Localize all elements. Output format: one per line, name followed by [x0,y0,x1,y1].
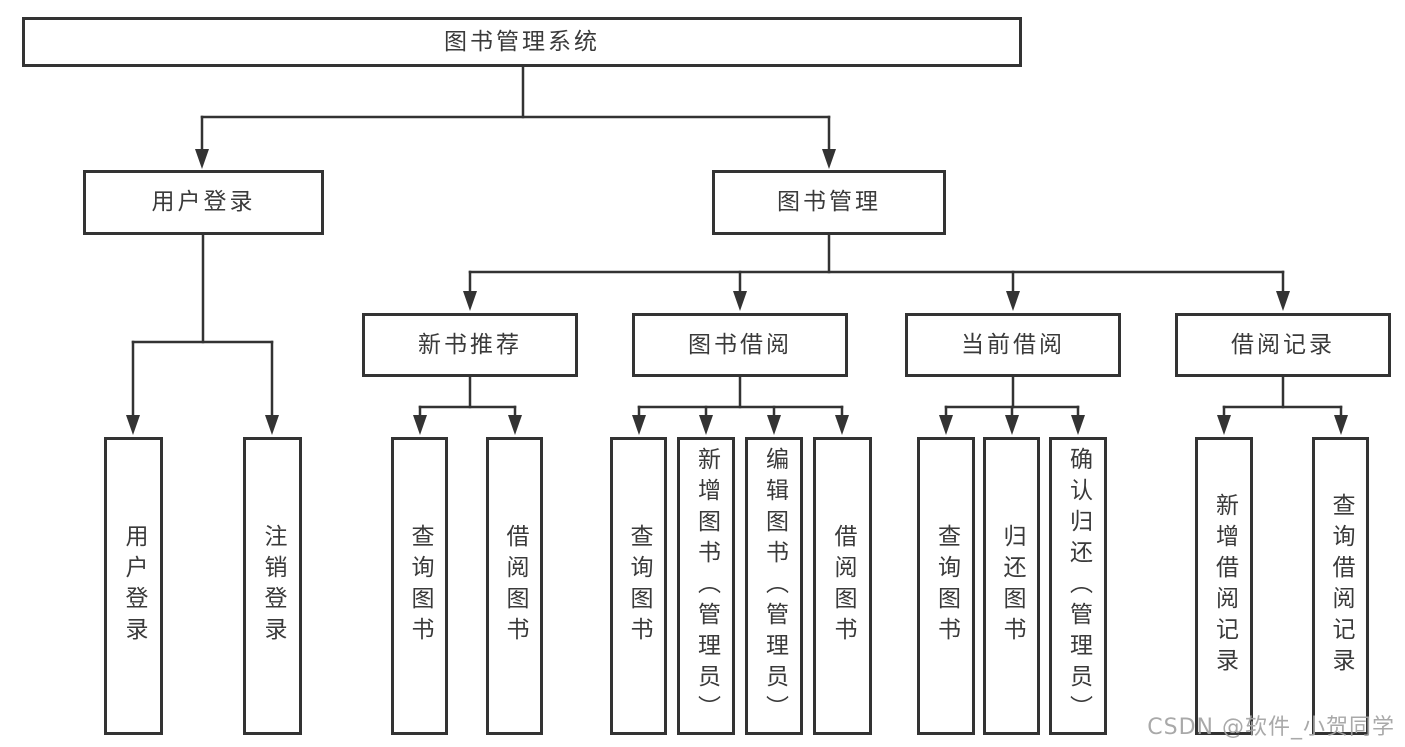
leaf-newbook-query-books: 查询图书 [391,437,448,735]
leaf-query-borrow-record-label: 查询借阅记录 [1328,493,1354,679]
node-user-login: 用户登录 [83,170,324,235]
leaf-current-query-books: 查询图书 [917,437,975,735]
csdn-watermark: CSDN @软件_小贺同学 [1147,715,1395,740]
leaf-user-login: 用户登录 [104,437,163,735]
node-book-borrowing: 图书借阅 [632,313,848,377]
leaf-borrowing-borrow-books: 借阅图书 [813,437,872,735]
node-borrow-records-label: 借阅记录 [1231,331,1335,358]
node-new-book-recommend-label: 新书推荐 [418,331,522,358]
node-library-system: 图书管理系统 [22,17,1022,67]
leaf-confirm-return-admin: 确认归还（管理员） [1049,437,1107,735]
node-borrow-records: 借阅记录 [1175,313,1391,377]
leaf-newbook-query-books-label: 查询图书 [407,524,433,648]
leaf-current-query-books-label: 查询图书 [933,524,960,648]
leaf-return-books-label: 归还图书 [999,524,1025,648]
node-book-management-label: 图书管理 [777,189,881,215]
leaf-borrowing-borrow-books-label: 借阅图书 [830,524,856,648]
node-library-system-label: 图书管理系统 [444,28,600,55]
node-current-borrowing: 当前借阅 [905,313,1121,377]
leaf-borrowing-query-books-label: 查询图书 [626,524,652,648]
node-user-login-label: 用户登录 [151,189,256,215]
leaf-edit-book-admin-label: 编辑图书（管理员） [761,446,788,726]
node-book-borrowing-label: 图书借阅 [688,331,792,358]
leaf-user-login-label: 用户登录 [121,524,147,648]
leaf-add-book-admin-label: 新增图书（管理员） [693,446,720,726]
leaf-edit-book-admin: 编辑图书（管理员） [745,437,803,735]
node-new-book-recommend: 新书推荐 [362,313,578,377]
node-book-management: 图书管理 [712,170,946,235]
node-current-borrowing-label: 当前借阅 [961,331,1065,358]
leaf-newbook-borrow-books: 借阅图书 [486,437,543,735]
leaf-add-borrow-record: 新增借阅记录 [1195,437,1253,735]
leaf-borrowing-query-books: 查询图书 [610,437,667,735]
leaf-add-book-admin: 新增图书（管理员） [677,437,735,735]
leaf-confirm-return-admin-label: 确认归还（管理员） [1065,446,1092,726]
leaf-logout-label: 注销登录 [260,524,286,648]
leaf-add-borrow-record-label: 新增借阅记录 [1211,493,1238,679]
leaf-query-borrow-record: 查询借阅记录 [1312,437,1369,735]
leaf-newbook-borrow-books-label: 借阅图书 [502,524,528,648]
leaf-logout: 注销登录 [243,437,302,735]
leaf-return-books: 归还图书 [983,437,1040,735]
